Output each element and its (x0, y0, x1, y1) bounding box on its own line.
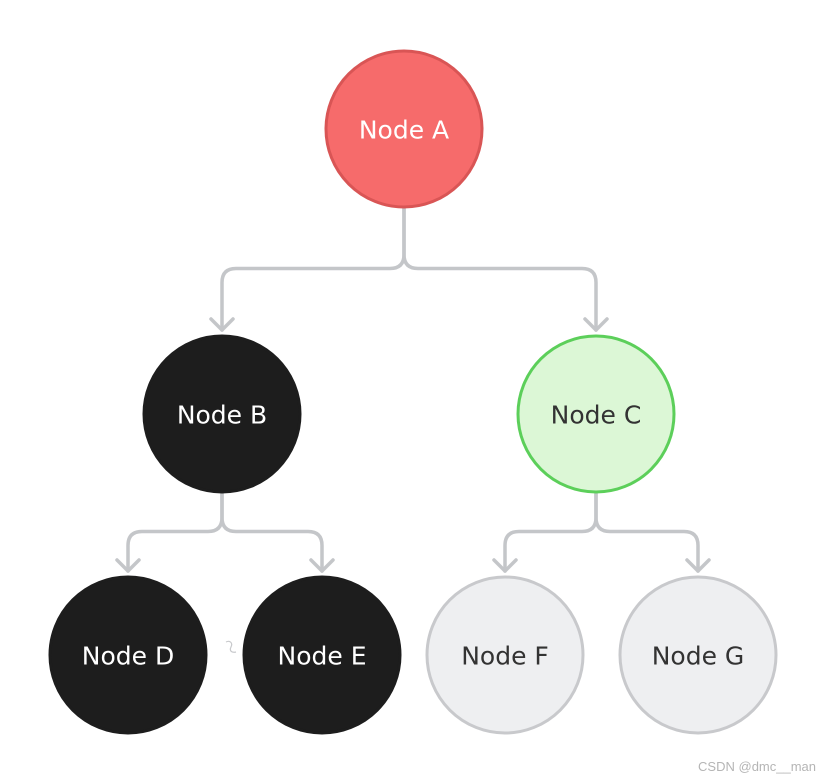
node-f-label: Node F (461, 642, 549, 671)
node-f[interactable]: Node F (425, 575, 585, 735)
node-e-label: Node E (278, 642, 367, 671)
node-g-label: Node G (652, 642, 745, 671)
edge-c-g (594, 490, 700, 573)
node-a[interactable]: Node A (324, 49, 484, 209)
edge-c-f (503, 490, 598, 573)
node-d[interactable]: Node D (48, 575, 208, 735)
arrowhead-e (309, 558, 335, 573)
node-e[interactable]: Node E (242, 575, 402, 735)
edge-a-b (220, 205, 406, 332)
arrowhead-g (685, 558, 711, 573)
arrowhead-b (209, 317, 235, 332)
node-d-label: Node D (82, 642, 174, 671)
node-b[interactable]: Node B (142, 334, 302, 494)
squiggle-mark (225, 640, 237, 653)
edge-a-c (402, 205, 598, 332)
edge-b-d (126, 490, 224, 573)
arrowhead-d (115, 558, 141, 573)
node-c[interactable]: Node C (516, 334, 676, 494)
node-a-label: Node A (359, 116, 449, 145)
edge-b-e (220, 490, 324, 573)
connectors (115, 205, 711, 573)
node-c-label: Node C (551, 401, 642, 430)
node-g[interactable]: Node G (618, 575, 778, 735)
arrowhead-c (583, 317, 609, 332)
arrowhead-f (492, 558, 518, 573)
watermark: CSDN @dmc__man (698, 759, 816, 774)
node-b-label: Node B (177, 401, 267, 430)
